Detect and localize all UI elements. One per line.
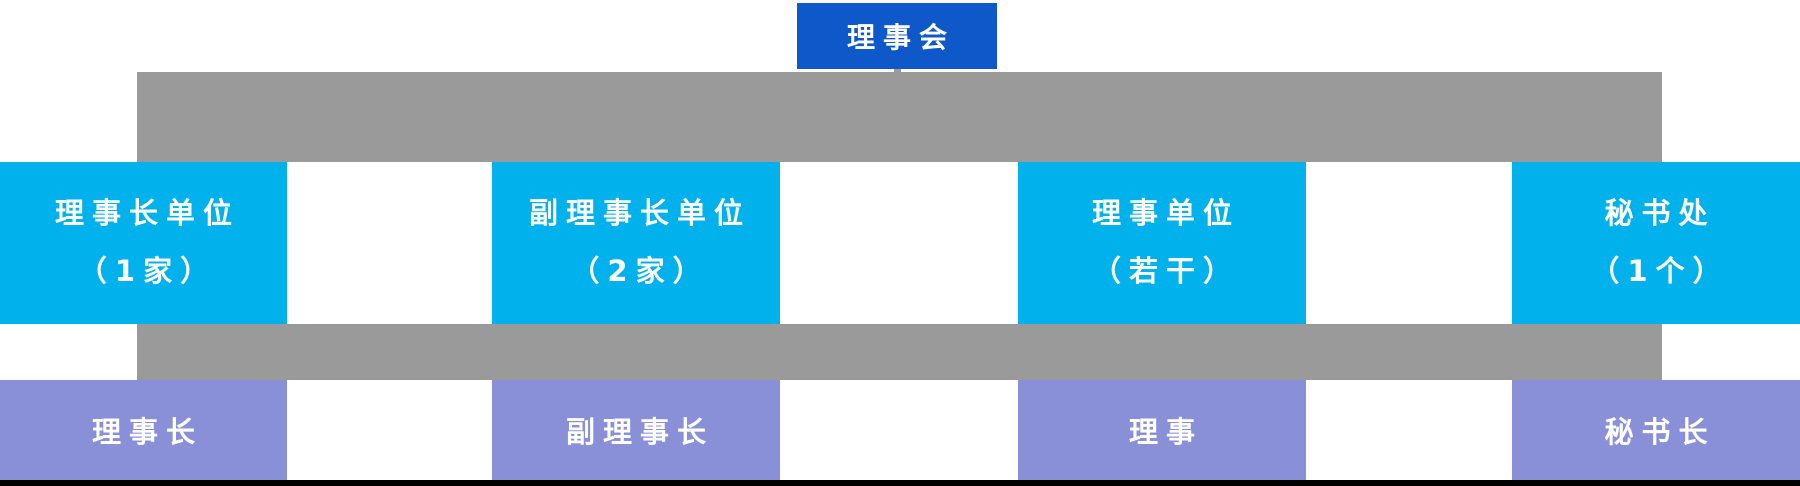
- connector-bar-bottom: [137, 324, 1662, 380]
- role-label: 秘书长: [1604, 415, 1716, 449]
- root-connector-tick: [894, 69, 901, 73]
- unit-name: 理事长单位: [54, 196, 240, 231]
- role-label: 理事长: [91, 415, 203, 449]
- unit-count: （2家）: [570, 254, 710, 288]
- unit-name: 副理事长单位: [528, 196, 751, 231]
- role-label: 副理事长: [565, 415, 714, 449]
- unit-count: （1个）: [1590, 254, 1730, 288]
- unit-box-chairman-unit: 理事长单位 （1家）: [0, 162, 287, 324]
- bottom-rule: [0, 480, 1800, 486]
- root-node-label: 理事会: [846, 21, 955, 54]
- unit-name: 秘书处: [1604, 196, 1716, 231]
- role-label: 理事: [1128, 415, 1203, 449]
- unit-name: 理事单位: [1091, 196, 1240, 231]
- role-box-director: 理事: [1018, 380, 1306, 480]
- role-box-secretary-general: 秘书长: [1512, 380, 1800, 480]
- role-box-chairman: 理事长: [0, 380, 287, 480]
- unit-box-secretariat: 秘书处 （1个）: [1512, 162, 1800, 324]
- root-node-board: 理事会: [797, 3, 997, 69]
- unit-box-vice-chairman-unit: 副理事长单位 （2家）: [492, 162, 780, 324]
- connector-bar-top: [137, 72, 1662, 162]
- role-box-vice-chairman: 副理事长: [492, 380, 780, 480]
- unit-box-director-unit: 理事单位 （若干）: [1018, 162, 1306, 324]
- unit-count: （若干）: [1091, 254, 1240, 288]
- unit-count: （1家）: [77, 254, 218, 288]
